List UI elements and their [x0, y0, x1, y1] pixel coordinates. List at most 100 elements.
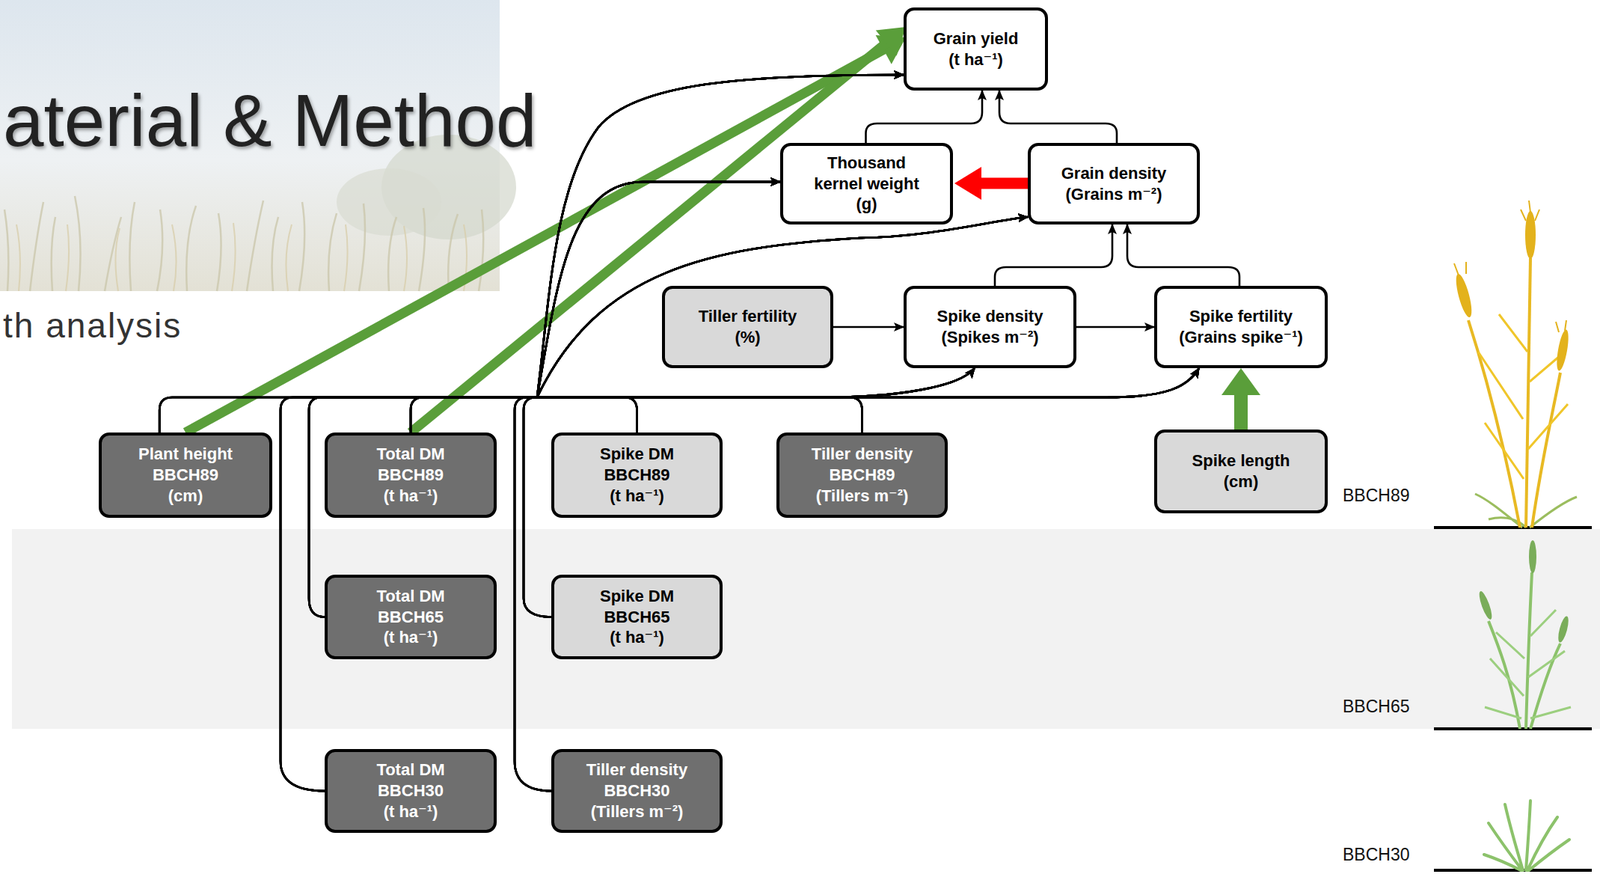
plant-spike	[1556, 614, 1571, 643]
plant-spike	[1554, 328, 1571, 372]
wheat-plant-bbch65	[1476, 540, 1571, 729]
measured-trait-box: Total DM BBCH65 (t ha⁻¹)	[324, 574, 497, 659]
node-label: Grain density (Grains m⁻²)	[1037, 163, 1191, 205]
connector	[537, 368, 1200, 433]
connector	[308, 216, 1028, 618]
connector	[159, 368, 1200, 433]
measured-trait-box: Total DM BBCH30 (t ha⁻¹)	[324, 748, 497, 833]
connector	[410, 368, 1200, 433]
ground-line	[1433, 525, 1592, 529]
node-label: Grain yield (t ha⁻¹)	[927, 28, 1025, 71]
trait-box: Spike length (cm)	[1154, 429, 1328, 514]
connector-line	[159, 368, 1200, 433]
ground-line	[1433, 868, 1592, 872]
node-label: Thousand kernel weight (g)	[803, 152, 931, 216]
plant-leaf	[1484, 800, 1570, 870]
plant-stem	[1468, 320, 1520, 528]
connector-line	[159, 368, 975, 433]
plant-leaf	[1478, 314, 1568, 479]
connector-line	[1076, 326, 1155, 329]
photo-grass	[4, 195, 484, 291]
connector-line	[280, 181, 781, 791]
connector	[537, 368, 975, 433]
node-label: Tiller density BBCH30 (Tillers m⁻²)	[581, 759, 694, 823]
connector-line	[514, 368, 1200, 791]
plant-spike	[1452, 272, 1475, 319]
connector-line	[280, 368, 975, 791]
connector-line	[537, 368, 975, 433]
trait-box: Tiller fertility (%)	[661, 285, 834, 369]
connector-line	[537, 368, 975, 433]
measured-trait-box: Tiller density BBCH30 (Tillers m⁻²)	[551, 748, 723, 833]
connector	[514, 368, 1200, 791]
stage-label: BBCH65	[1342, 696, 1410, 718]
connector-line	[159, 216, 1028, 433]
connector	[954, 166, 1028, 200]
connector	[537, 368, 1200, 433]
thick-arrow-shaft	[1234, 393, 1248, 430]
arrow-head	[875, 26, 906, 57]
connector	[159, 216, 1028, 433]
stage-band	[11, 528, 1600, 729]
wheat-plant-bbch89	[1452, 200, 1577, 528]
connector	[537, 368, 975, 433]
plant-spike	[1476, 589, 1494, 621]
connector	[280, 181, 781, 791]
node-label: Spike DM BBCH89 (t ha⁻¹)	[599, 443, 676, 507]
connector-line	[1127, 224, 1240, 286]
connector	[410, 368, 975, 433]
node-label: Total DM BBCH65 (t ha⁻¹)	[372, 585, 449, 649]
connector	[537, 74, 904, 433]
node-label: Total DM BBCH89 (t ha⁻¹)	[372, 443, 449, 507]
connector	[537, 74, 904, 433]
node-label: Plant height BBCH89 (cm)	[135, 443, 237, 507]
thick-arrow-shaft	[979, 178, 1028, 190]
connector	[308, 181, 781, 618]
measured-trait-box: Total DM BBCH89 (t ha⁻¹)	[324, 432, 497, 518]
measured-trait-box: Plant height BBCH89 (cm)	[98, 432, 273, 518]
connector	[280, 368, 1200, 791]
result-box: Spike fertility (Grains spike⁻¹)	[1154, 285, 1328, 369]
result-box: Spike density (Spikes m⁻²)	[903, 285, 1077, 369]
plant-awn	[1454, 200, 1567, 333]
node-label: Total DM BBCH30 (t ha⁻¹)	[372, 759, 449, 823]
connector-line	[523, 181, 781, 618]
connector	[1221, 368, 1261, 430]
stage-label: BBCH89	[1342, 485, 1410, 507]
connector	[514, 181, 781, 791]
node-label: Spike fertility (Grains spike⁻¹)	[1164, 305, 1318, 348]
connector-line	[994, 224, 1113, 286]
node-label: Tiller density BBCH89 (Tillers m⁻²)	[806, 443, 919, 507]
connector-line	[999, 90, 1117, 143]
plant-spike	[1525, 210, 1536, 259]
connector-line	[280, 368, 1200, 791]
arrow-head	[954, 166, 982, 200]
connector	[159, 368, 975, 433]
connector-line	[308, 216, 1028, 618]
node-label: Spike length (cm)	[1184, 450, 1298, 493]
connector	[1127, 224, 1240, 286]
connector-line	[866, 90, 983, 143]
wheat-plant-bbch30	[1484, 800, 1570, 870]
measured-trait-box: Tiller density BBCH89 (Tillers m⁻²)	[776, 432, 948, 518]
trait-box: Spike DM BBCH65 (t ha⁻¹)	[551, 574, 723, 659]
connector-line	[537, 74, 904, 433]
plant-stem	[1525, 258, 1531, 528]
arrow-head	[1221, 368, 1261, 395]
plant-spike	[1528, 540, 1537, 573]
stage-label: BBCH30	[1342, 844, 1410, 866]
connector	[1076, 326, 1155, 328]
connector-line	[410, 368, 1200, 433]
connector	[866, 90, 983, 143]
connector-line	[537, 74, 904, 433]
connector	[523, 181, 781, 618]
connector	[280, 368, 975, 791]
connector-line	[308, 181, 781, 618]
plant-stem	[1525, 572, 1532, 729]
connector	[994, 224, 1113, 286]
photo-grass	[16, 222, 467, 291]
connector-line	[833, 326, 904, 329]
slide-subtitle: th analysis	[2, 306, 182, 345]
